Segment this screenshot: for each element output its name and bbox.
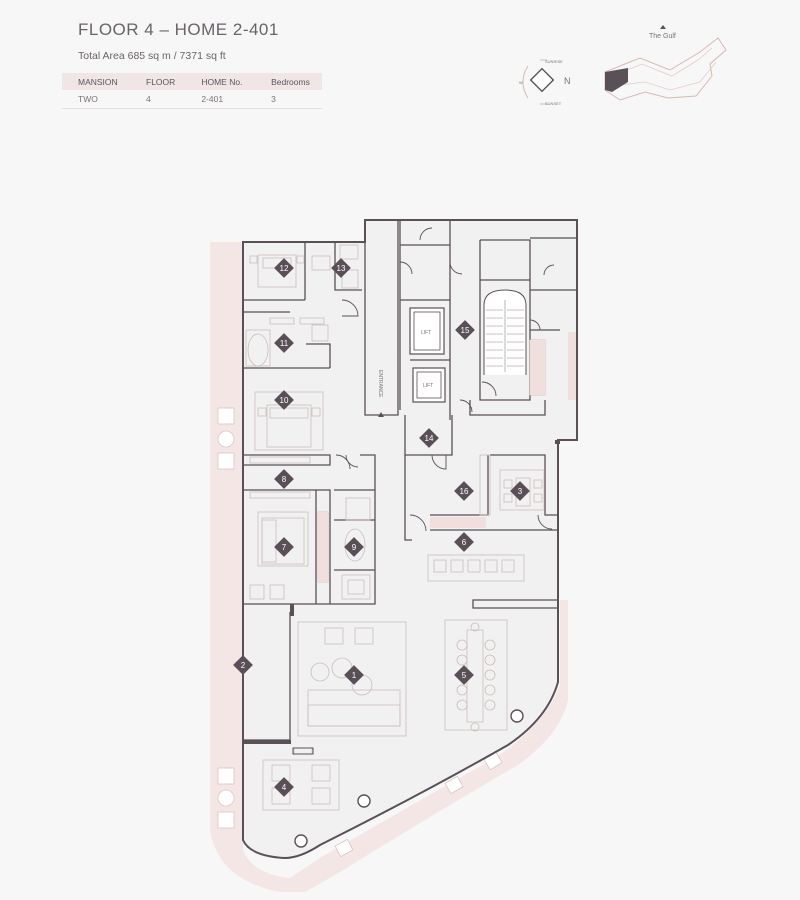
svg-text:7: 7: [282, 543, 287, 552]
svg-text:1: 1: [352, 671, 357, 680]
lift-large: LIFT: [409, 307, 445, 355]
svg-text:12: 12: [280, 264, 289, 273]
room-marker-12: 12: [274, 258, 294, 278]
entrance-label: ENTRANCE: [377, 370, 383, 398]
svg-text:14: 14: [425, 434, 434, 443]
lift-small: LIFT: [412, 367, 446, 403]
key-plan-label: The Gulf: [649, 33, 676, 40]
entrance-arrow-icon: [378, 412, 384, 417]
page-title: FLOOR 4 – HOME 2-401: [78, 20, 279, 39]
room-marker-8: 8: [274, 469, 294, 489]
compass-sunrise-label: SUNRISE: [545, 59, 563, 64]
svg-text:13: 13: [337, 264, 346, 273]
svg-text:4: 4: [282, 783, 287, 792]
header-home-no: HOME No.: [185, 73, 256, 90]
svg-text:2: 2: [241, 661, 246, 670]
svg-text:8: 8: [282, 475, 287, 484]
cell-home-no: 2-401: [185, 90, 256, 109]
columns: [294, 709, 524, 848]
header-floor: FLOOR: [130, 73, 186, 90]
key-plan-highlight: [605, 68, 628, 92]
stairs: [483, 289, 527, 375]
interior-floor: [243, 220, 577, 858]
room-marker-10: 10: [274, 390, 294, 410]
study-partition: [292, 747, 314, 755]
header-mansion: MANSION: [62, 73, 131, 90]
lift-large-label: LIFT: [421, 330, 431, 336]
compass-west-label: W: [519, 80, 523, 85]
svg-text:10: 10: [280, 396, 289, 405]
svg-text:16: 16: [460, 487, 469, 496]
room-marker-14: 14: [419, 428, 439, 448]
total-area: Total Area 685 sq m / 7371 sq ft: [78, 50, 226, 62]
accent-furniture: [318, 332, 576, 582]
info-table-header: MANSION FLOOR HOME No. Bedrooms: [62, 73, 322, 90]
compass-north-label: N: [564, 76, 571, 86]
svg-text:9: 9: [352, 543, 357, 552]
north-arrow-icon: [660, 25, 666, 29]
cell-bedrooms: 3: [255, 90, 322, 109]
doors: [335, 227, 555, 532]
room-marker-13: 13: [331, 258, 351, 278]
compass-diamond-icon: [529, 67, 555, 93]
svg-text:3: 3: [518, 487, 523, 496]
key-plan: The Gulf: [604, 25, 727, 101]
svg-text:6: 6: [462, 538, 467, 547]
info-table: MANSION FLOOR HOME No. Bedrooms TWO 4 2-…: [62, 73, 322, 109]
lift-small-label: LIFT: [423, 383, 433, 389]
room-marker-16: 16: [454, 481, 474, 501]
svg-text:11: 11: [280, 339, 289, 348]
cell-mansion: TWO: [62, 90, 131, 109]
svg-text:15: 15: [461, 326, 470, 335]
exterior-wall: [242, 219, 578, 860]
structural-blocks: [243, 440, 560, 744]
cell-floor: 4: [130, 90, 186, 109]
compass: SUNRISE SUNSET W N: [519, 59, 571, 106]
header-bedrooms: Bedrooms: [255, 73, 322, 90]
compass-sunset-label: SUNSET: [545, 101, 562, 106]
svg-text:5: 5: [462, 671, 467, 680]
room-marker-11: 11: [274, 333, 294, 353]
info-table-row: TWO 4 2-401 3: [62, 90, 322, 109]
room-marker-15: 15: [455, 320, 475, 340]
